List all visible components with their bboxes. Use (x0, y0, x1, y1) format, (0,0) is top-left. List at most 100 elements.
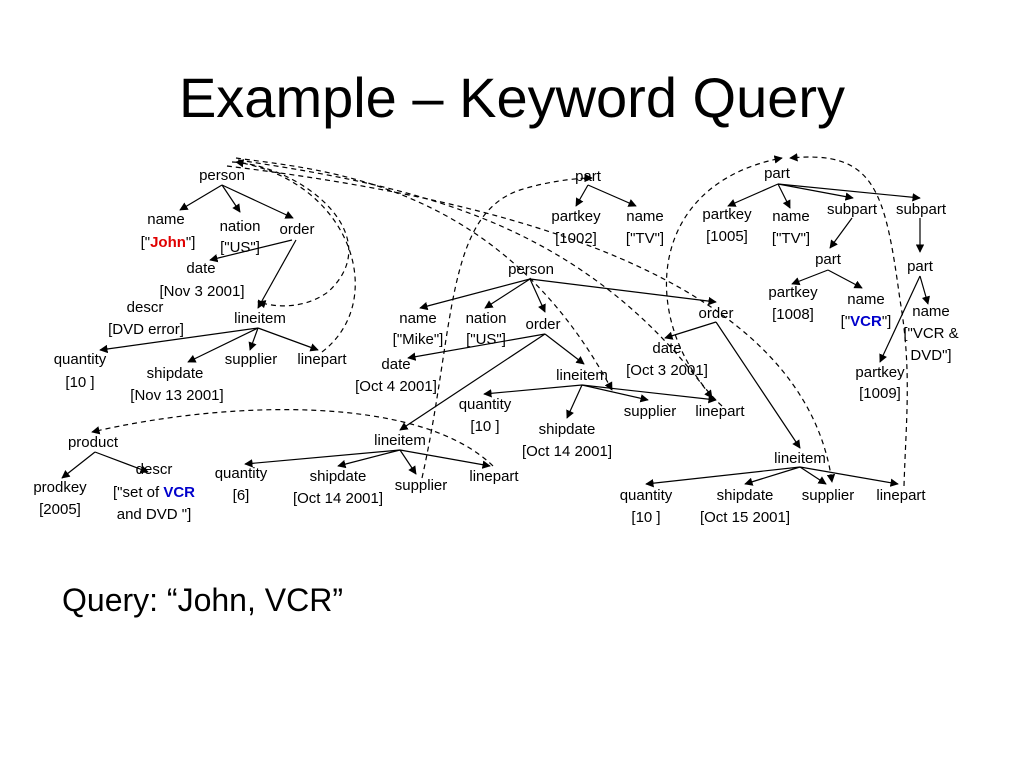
node-value-part: [" (841, 313, 851, 330)
tree-edges (61, 183, 930, 488)
edge (61, 451, 96, 479)
edge (484, 278, 531, 309)
node-label: descr (127, 299, 164, 316)
edge (187, 327, 259, 363)
node-label: shipdate (147, 365, 204, 382)
node-value: [10 ] (631, 509, 660, 526)
ref-edge (235, 157, 613, 391)
node-value: [10 ] (470, 418, 499, 435)
edge (248, 327, 259, 351)
node-value: ["John"] (141, 234, 196, 251)
node-value: ["TV"] (626, 230, 664, 247)
keyword-vcr: VCR (163, 484, 195, 501)
node-label: nation (220, 218, 261, 235)
edge (587, 184, 637, 207)
edge (407, 333, 546, 361)
node-label: part (575, 168, 602, 185)
edge (399, 449, 417, 475)
node-value: [1005] (706, 228, 748, 245)
node-label: shipdate (717, 487, 774, 504)
node-label: quantity (215, 465, 268, 482)
node-value-part: [" (141, 234, 151, 251)
keyword-john: John (150, 234, 186, 251)
node-label: name (626, 208, 664, 225)
node-label: subpart (827, 201, 878, 218)
node-value: [DVD error] (108, 321, 184, 338)
node-label: person (508, 261, 554, 278)
node-label: shipdate (310, 468, 367, 485)
edge (399, 449, 491, 469)
node-label: shipdate (539, 421, 596, 438)
node-value: [Oct 4 2001] (355, 378, 437, 395)
node-label: lineitem (556, 367, 608, 384)
edge (244, 449, 401, 468)
node-value-part: ["set of (113, 484, 163, 501)
node-label: order (698, 305, 733, 322)
edge (575, 184, 589, 207)
edge (566, 384, 583, 419)
node-value: [Oct 3 2001] (626, 362, 708, 379)
node-label: quantity (620, 487, 673, 504)
node-value: [Oct 15 2001] (700, 509, 790, 526)
node-value-part: "] (186, 234, 196, 251)
ref-edge (226, 165, 836, 483)
node-value: [Oct 14 2001] (522, 443, 612, 460)
edge (727, 183, 779, 207)
edge (94, 451, 149, 474)
edge (419, 278, 531, 311)
node-label: lineitem (234, 310, 286, 327)
keyword-vcr: VCR (850, 313, 882, 330)
node-value: [6] (233, 487, 250, 504)
edge (827, 269, 863, 289)
edge (664, 321, 717, 340)
edge (529, 278, 717, 306)
node-label: partkey (551, 208, 601, 225)
node-label: supplier (225, 351, 278, 368)
node-value: [1008] (772, 306, 814, 323)
edge (799, 466, 899, 487)
node-label: part (907, 258, 934, 275)
ref-edge (91, 408, 494, 467)
slide-title: Example – Keyword Query (178, 66, 846, 129)
edge (99, 327, 259, 354)
node-value: [1009] (859, 385, 901, 402)
node-value: ["Mike"] (393, 331, 444, 348)
node-label: part (815, 251, 842, 268)
node-label: order (279, 221, 314, 238)
node-label: part (764, 165, 791, 182)
node-value: ["set of VCR (113, 484, 195, 501)
ref-edge (237, 159, 713, 399)
node-label: date (652, 340, 681, 357)
node-label: partkey (855, 364, 905, 381)
ref-edge (665, 155, 783, 407)
edge (777, 183, 854, 201)
edge (529, 278, 546, 313)
node-value: [Nov 13 2001] (130, 387, 223, 404)
node-label: partkey (768, 284, 818, 301)
edge (399, 333, 546, 431)
node-value: [10 ] (65, 374, 94, 391)
node-label: nation (466, 310, 507, 327)
node-label: lineitem (374, 432, 426, 449)
edge (257, 327, 319, 352)
node-label: lineitem (774, 450, 826, 467)
node-label: product (68, 434, 119, 451)
ref-edge (235, 159, 356, 353)
edge (879, 275, 921, 363)
node-label: supplier (395, 477, 448, 494)
edge (919, 275, 930, 305)
edge (337, 449, 401, 469)
node-label: supplier (802, 487, 855, 504)
node-label: partkey (702, 206, 752, 223)
edge (829, 217, 853, 249)
node-value: [1002] (555, 230, 597, 247)
edge (791, 269, 829, 286)
edge (581, 384, 717, 404)
node-label: linepart (297, 351, 347, 368)
node-value: ["US"] (466, 331, 506, 348)
node-label: name (772, 208, 810, 225)
node-label: order (525, 316, 560, 333)
node-value: ["TV"] (772, 230, 810, 247)
